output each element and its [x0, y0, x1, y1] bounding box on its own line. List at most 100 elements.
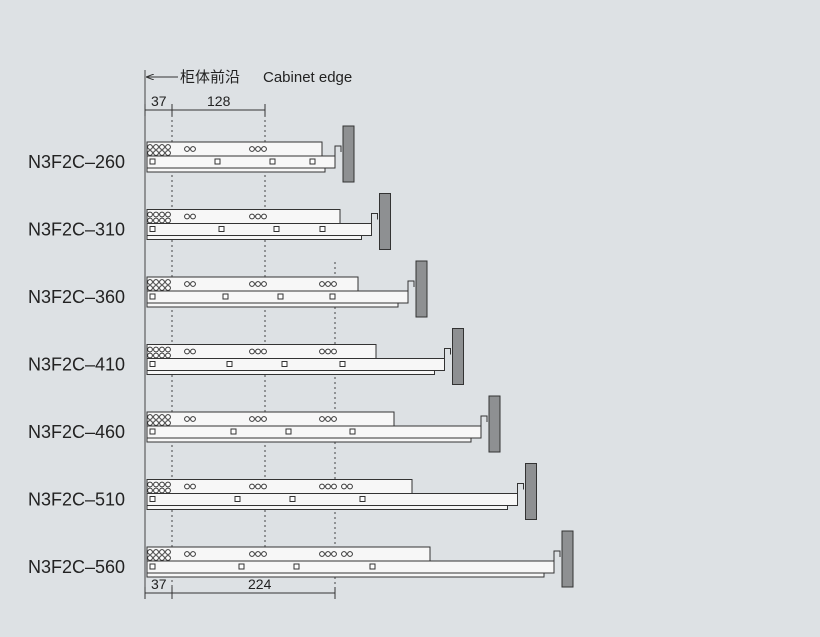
- screw-hole: [159, 217, 165, 224]
- screw-hole: [261, 213, 267, 220]
- bottom-rail: [146, 167, 326, 173]
- screw-hole: [165, 279, 171, 285]
- screw-hole: [255, 483, 261, 490]
- screw-hole: [153, 481, 159, 488]
- rail-hook: [444, 348, 451, 359]
- screw-hole: [319, 483, 325, 490]
- screw-hole: [159, 285, 165, 291]
- screw-hole: [153, 549, 159, 555]
- screw-hole: [165, 555, 171, 561]
- screw-hole: [159, 150, 165, 156]
- cabinet-side-panel: [342, 125, 355, 183]
- screw-hole: [190, 213, 196, 220]
- screw-hole: [347, 551, 353, 557]
- clip-square: [329, 293, 336, 300]
- screw-hole: [153, 285, 159, 291]
- middle-rail: [146, 560, 555, 574]
- screw-hole: [165, 346, 171, 353]
- clip-square: [149, 293, 156, 300]
- screw-hole: [153, 279, 159, 285]
- screw-hole: [190, 416, 196, 422]
- screw-hole: [159, 144, 165, 150]
- model-label: N3F2C–560: [28, 557, 125, 577]
- cabinet-side-panel: [452, 328, 464, 385]
- screw-hole: [261, 416, 267, 422]
- model-label: N3F2C–310: [28, 220, 125, 240]
- screw-hole: [190, 348, 196, 355]
- screw-hole: [190, 146, 196, 152]
- screw-hole: [159, 549, 165, 555]
- screw-hole: [190, 551, 196, 557]
- screw-hole: [147, 555, 153, 561]
- screw-hole: [165, 414, 171, 420]
- model-label: N3F2C–360: [28, 287, 125, 307]
- cabinet-edge-callout: 柜体前沿 Cabinet edge: [146, 69, 352, 86]
- model-label: N3F2C–460: [28, 422, 125, 442]
- cabinet-side-panel: [561, 530, 574, 588]
- model-row: N3F2C–510: [28, 463, 537, 520]
- screw-hole: [249, 213, 255, 220]
- screw-hole: [184, 551, 190, 557]
- clip-square: [218, 226, 225, 232]
- model-row: N3F2C–460: [28, 395, 501, 453]
- clip-square: [293, 563, 300, 570]
- screw-hole: [153, 352, 159, 359]
- screw-hole: [165, 285, 171, 291]
- rail-hook: [517, 483, 524, 494]
- screw-hole: [249, 348, 255, 355]
- screw-hole: [261, 281, 267, 287]
- clip-square: [281, 361, 288, 367]
- model-row: N3F2C–560: [28, 530, 574, 588]
- upper-rail: [146, 141, 323, 157]
- bottom-dim-224: 224: [248, 576, 272, 592]
- clip-square: [222, 293, 229, 300]
- model-rows: N3F2C–260N3F2C–310N3F2C–360N3F2C–410N3F2…: [28, 125, 574, 588]
- screw-hole: [165, 481, 171, 488]
- screw-hole: [153, 144, 159, 150]
- screw-hole: [153, 150, 159, 156]
- clip-square: [149, 158, 156, 165]
- screw-hole: [159, 487, 165, 494]
- clip-square: [269, 158, 276, 165]
- screw-hole: [165, 211, 171, 218]
- model-row: N3F2C–310: [28, 193, 391, 250]
- clip-square: [149, 226, 156, 232]
- screw-hole: [165, 420, 171, 426]
- cabinet-side-panel: [488, 395, 501, 453]
- screw-hole: [325, 281, 331, 287]
- screw-hole: [331, 348, 337, 355]
- screw-hole: [147, 420, 153, 426]
- bottom-rail: [146, 437, 472, 443]
- rail-hook: [371, 213, 378, 224]
- bottom-dim-37: 37: [151, 576, 167, 592]
- screw-hole: [147, 150, 153, 156]
- screw-hole: [331, 483, 337, 490]
- model-label: N3F2C–510: [28, 490, 125, 510]
- clip-square: [149, 361, 156, 367]
- screw-hole: [261, 483, 267, 490]
- screw-hole: [153, 420, 159, 426]
- middle-rail: [146, 358, 445, 371]
- rail-hook: [480, 415, 488, 426]
- clip-square: [309, 158, 316, 165]
- screw-hole: [184, 281, 190, 287]
- clip-square: [214, 158, 221, 165]
- screw-hole: [153, 346, 159, 353]
- cabinet-side-panel: [525, 463, 537, 520]
- screw-hole: [147, 346, 153, 353]
- clip-square: [339, 361, 346, 367]
- screw-hole: [184, 483, 190, 490]
- screw-hole: [159, 352, 165, 359]
- top-dimension: 37 128: [144, 93, 266, 116]
- screw-hole: [341, 483, 347, 490]
- screw-hole: [165, 150, 171, 156]
- bottom-rail: [146, 302, 399, 308]
- screw-hole: [165, 487, 171, 494]
- upper-rail: [146, 209, 341, 224]
- screw-hole: [255, 348, 261, 355]
- screw-hole: [153, 414, 159, 420]
- clip-square: [277, 293, 284, 300]
- screw-hole: [325, 551, 331, 557]
- screw-hole: [341, 551, 347, 557]
